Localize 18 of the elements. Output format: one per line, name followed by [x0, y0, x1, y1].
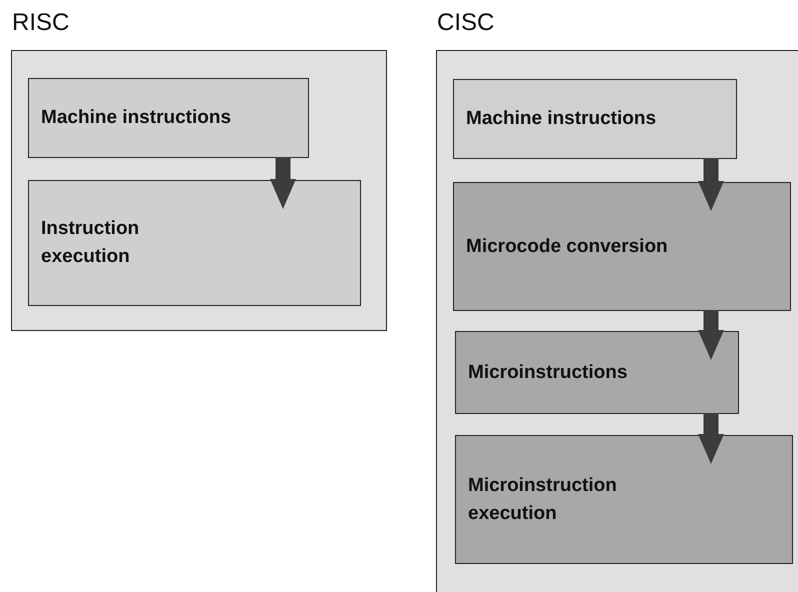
process-box	[453, 182, 791, 311]
arrow	[698, 158, 724, 211]
arrow	[698, 413, 724, 464]
box-label: Machine instructions	[41, 106, 232, 130]
process-box	[28, 78, 309, 158]
box-label: Microinstruction execution	[468, 474, 618, 526]
process-box	[455, 435, 793, 564]
box-label: Microcode conversion	[466, 234, 669, 258]
panel-heading: CISC	[437, 8, 494, 38]
arrow	[698, 310, 724, 360]
arrow	[270, 157, 296, 209]
box-label: Machine instructions	[466, 107, 658, 131]
box-label: Instruction execution	[41, 217, 140, 269]
process-box	[28, 180, 361, 306]
process-box	[453, 79, 737, 159]
panel-heading: RISC	[12, 8, 70, 38]
process-box	[455, 331, 739, 414]
box-label: Microinstructions	[468, 360, 628, 384]
